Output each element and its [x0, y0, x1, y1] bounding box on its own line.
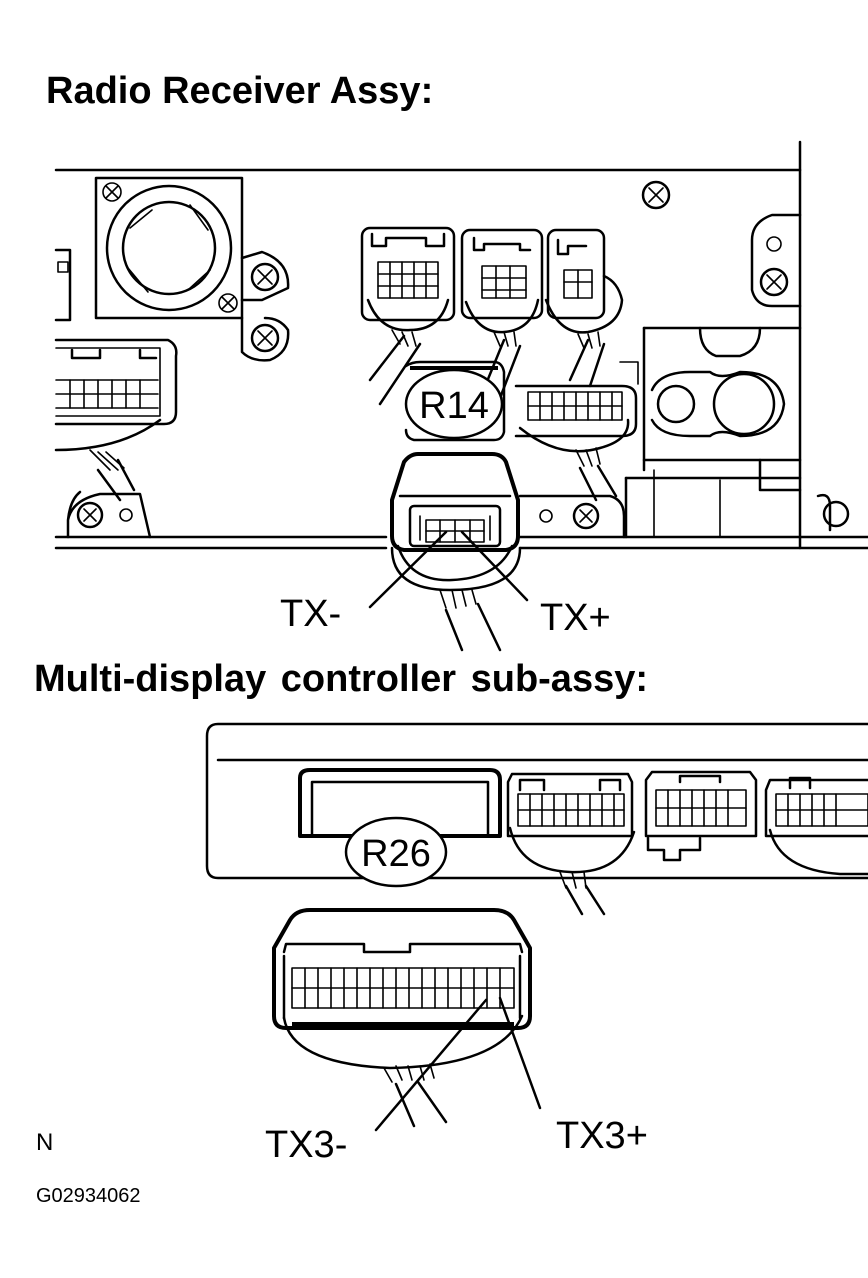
top-connector-1 [360, 226, 456, 406]
pin-label-tx3-minus: TX3- [265, 1124, 347, 1166]
mount-block [624, 326, 850, 539]
leader-tx3-minus [374, 998, 488, 1132]
screw-icon [250, 323, 280, 353]
top-connector-2 [460, 228, 544, 400]
controller-connector-c [764, 776, 868, 876]
leader-tx-plus [460, 530, 529, 602]
screw-icon [822, 500, 850, 528]
controller-connector-b [644, 770, 758, 862]
controller-unit [205, 722, 868, 916]
radio-receiver-unit [54, 140, 868, 550]
radio-receiver-title: Radio Receiver Assy: [46, 70, 434, 112]
screw-icon [218, 293, 238, 313]
screw-icon [572, 502, 600, 530]
figure-mark: N [36, 1129, 53, 1156]
connector-r26-badge [344, 816, 448, 888]
connector-r26: R26 TX3- TX3+ [265, 816, 648, 1166]
connector-r14: R14 TX- TX+ [280, 368, 611, 652]
cooling-fan [94, 176, 244, 320]
connector-r14-label: R14 [419, 385, 489, 427]
screw-icon [641, 180, 671, 210]
pin-label-tx-plus: TX+ [540, 597, 611, 639]
screw-icon [102, 182, 122, 202]
pin-label-tx-minus: TX- [280, 593, 341, 635]
connector-left [54, 248, 178, 539]
top-connector-3 [544, 228, 624, 388]
controller-connector-a [506, 772, 636, 916]
screw-icon [76, 501, 104, 529]
connector-right-middle [514, 361, 639, 539]
pin-label-tx3-plus: TX3+ [556, 1115, 648, 1157]
connector-r14-badge [404, 368, 504, 440]
connector-r26-label: R26 [361, 833, 431, 875]
screw-icon [250, 262, 280, 292]
leader-tx3-plus [498, 996, 542, 1110]
leader-tx-minus [368, 530, 448, 609]
controller-title: Multi-display controller sub-assy: [34, 658, 648, 700]
screw-icon [759, 267, 789, 297]
figure-code: G02934062 [36, 1185, 141, 1207]
